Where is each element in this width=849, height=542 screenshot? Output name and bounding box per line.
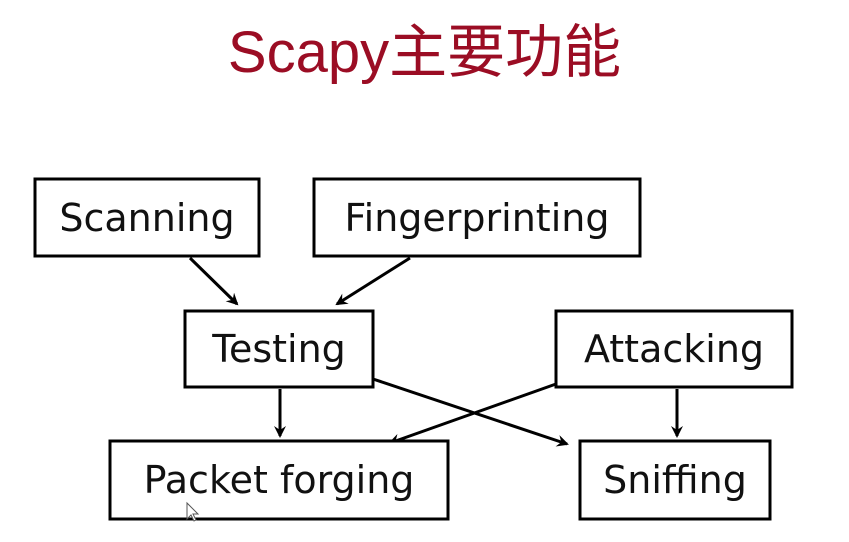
node-packet-forging: Packet forging xyxy=(108,439,450,521)
node-scanning: Scanning xyxy=(33,177,261,258)
edge-fingerprinting-testing xyxy=(335,256,411,306)
node-fingerprinting: Fingerprinting xyxy=(312,177,642,258)
edge-attacking-packet-forging xyxy=(388,382,557,446)
node-testing-label: Testing xyxy=(211,327,346,371)
node-scanning-label: Scanning xyxy=(59,196,234,240)
node-fingerprinting-label: Fingerprinting xyxy=(345,196,610,240)
mouse-pointer-icon xyxy=(186,501,200,522)
node-attacking: Attacking xyxy=(554,309,794,389)
node-packet-forging-label: Packet forging xyxy=(144,458,415,502)
node-sniffing-label: Sniffing xyxy=(603,458,747,502)
slide-title: Scapy主要功能 xyxy=(227,20,622,85)
node-sniffing: Sniffing xyxy=(578,439,772,521)
edge-scanning-testing xyxy=(188,256,239,306)
edge-testing-sniffing xyxy=(372,377,569,447)
node-attacking-label: Attacking xyxy=(584,327,764,371)
node-testing: Testing xyxy=(183,309,375,389)
